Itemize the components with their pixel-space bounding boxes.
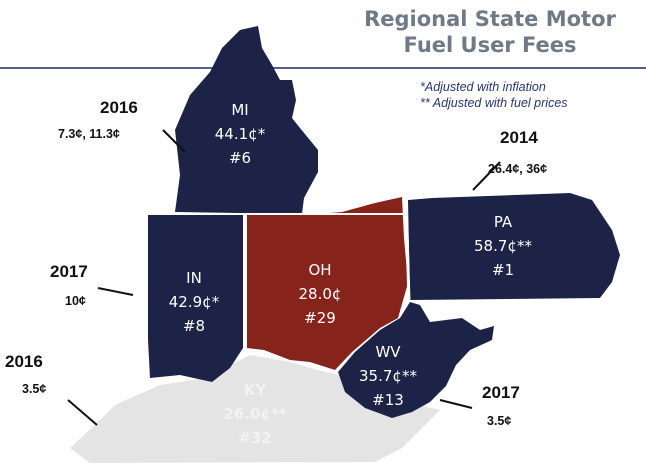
ky-leader-line [67,399,98,426]
note-fuel-prices: ** Adjusted with fuel prices [420,96,568,110]
in-increase: 10¢ [65,294,86,308]
label-west-virginia: WV 35.7¢** #13 [338,340,438,412]
pa-rank: #1 [491,261,515,279]
mi-increase: 7.3¢, 11.3¢ [58,127,120,141]
pa-abbr: PA [493,213,513,231]
label-kentucky: KY 26.0¢** #32 [200,378,310,450]
pa-fee: 58.7¢** [474,237,532,255]
wv-abbr: WV [375,343,401,361]
mi-fee: 44.1¢* [214,125,266,143]
michigan-shape [175,26,318,214]
in-fee: 42.9¢* [168,293,220,311]
ohio-shape [247,197,408,370]
label-indiana: IN 42.9¢* #8 [148,266,240,338]
in-rank: #8 [182,317,206,335]
oh-rank: #29 [304,309,336,327]
ky-abbr: KY [243,381,267,399]
wv-increase: 3.5¢ [487,414,512,428]
wv-increase-year: 2017 [482,383,520,402]
pennsylvania-shape [408,193,620,300]
mi-rank: #6 [228,149,252,167]
label-pennsylvania: PA 58.7¢** #1 [448,210,558,282]
mi-leader-line [162,129,186,153]
wv-fee: 35.7¢** [359,367,417,385]
ky-increase-year: 2016 [5,352,43,371]
note-inflation: *Adjusted with inflation [420,80,546,94]
wv-leader-line [439,399,473,409]
indiana-shape [148,215,243,382]
map-title: Regional State Motor Fuel User Fees [340,6,640,58]
ky-increase: 3.5¢ [22,382,47,396]
mi-abbr: MI [231,101,249,119]
oh-pa-border [404,197,411,303]
pa-increase-year: 2014 [500,128,538,147]
in-abbr: IN [186,269,202,287]
label-michigan: MI 44.1¢* #6 [190,98,290,170]
title-line-1: Regional State Motor [364,7,616,31]
west-virginia-shape [338,302,494,418]
ky-rank: #32 [238,429,272,447]
pa-leader-line [472,161,501,191]
ky-fee: 26.0¢** [223,405,287,423]
oh-fee: 28.0¢ [298,285,342,303]
title-rule [0,67,646,69]
label-ohio: OH 28.0¢ #29 [270,258,370,330]
in-leader-line [97,287,134,296]
mi-increase-year: 2016 [100,98,138,117]
in-increase-year: 2017 [50,262,88,281]
pa-increase: 26.4¢, 36¢ [488,162,548,176]
title-line-2: Fuel User Fees [403,33,577,57]
wv-rank: #13 [372,391,404,409]
oh-abbr: OH [308,261,332,279]
